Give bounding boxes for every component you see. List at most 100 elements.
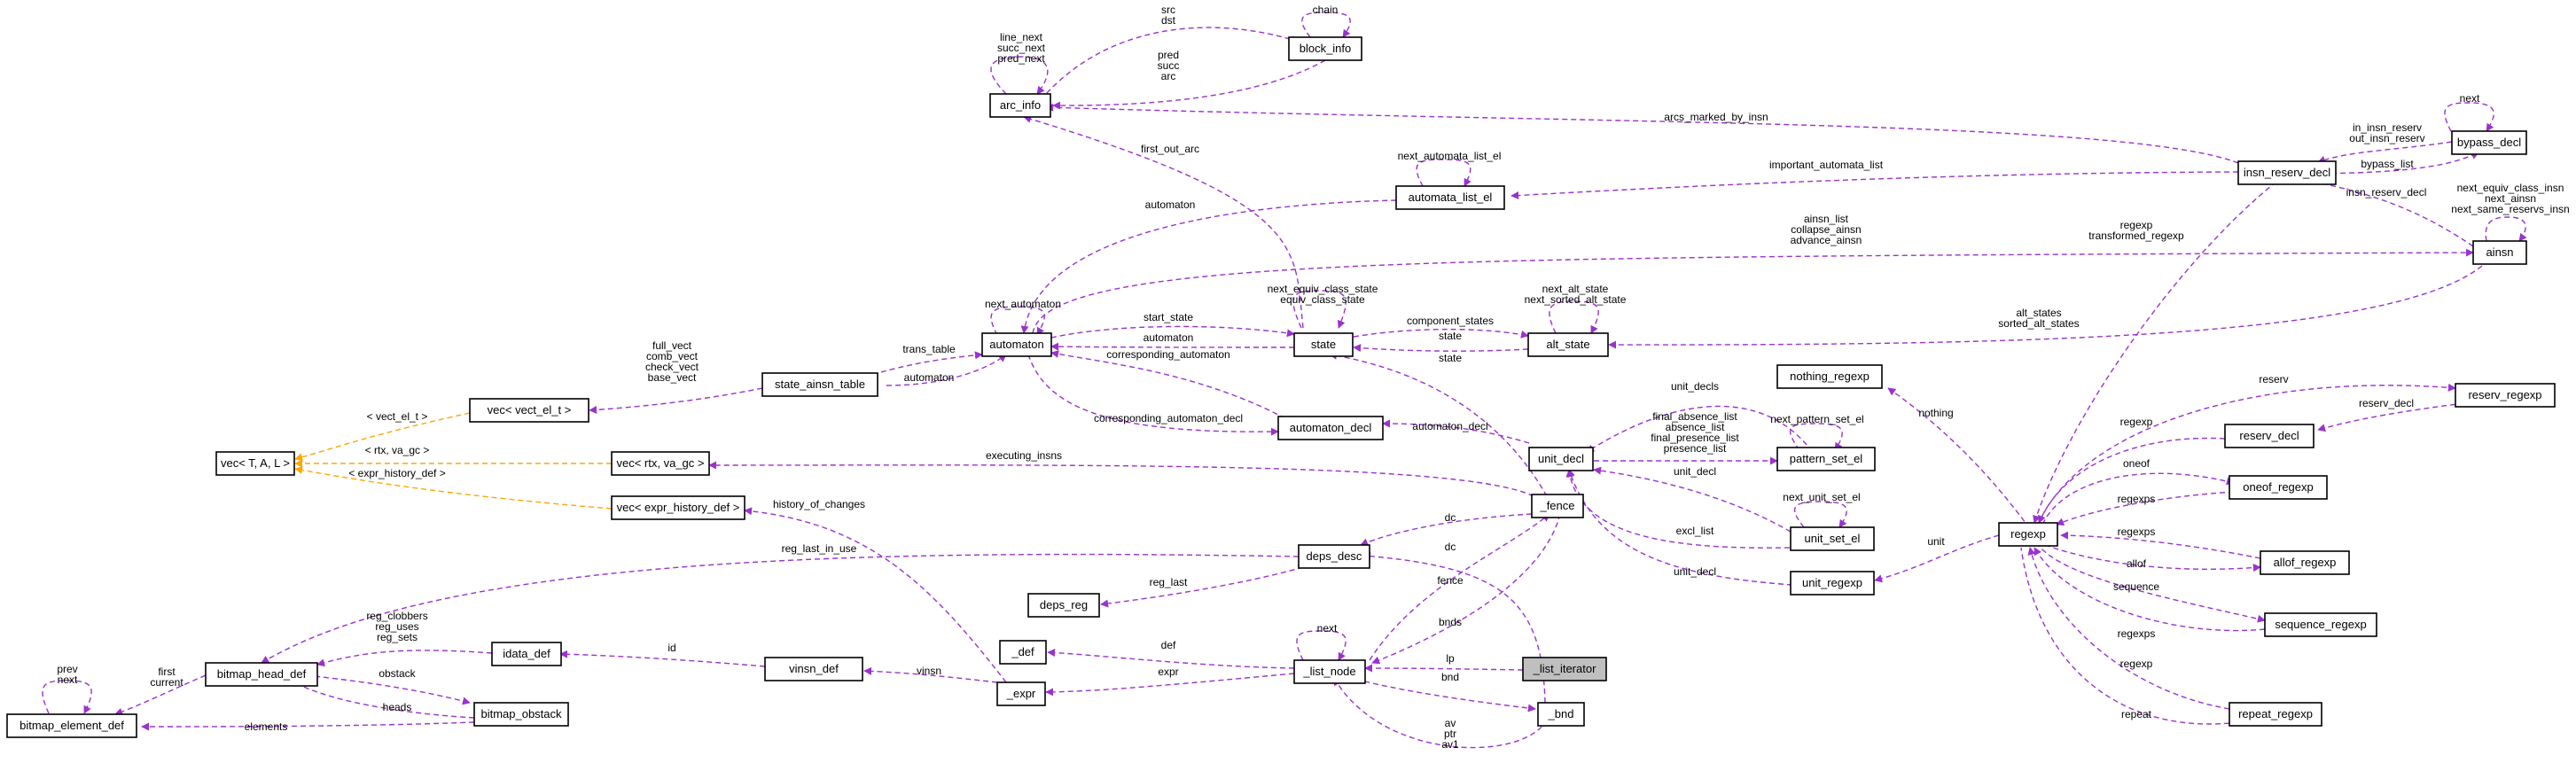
node-oneof-regexp[interactable]: oneof_regexp <box>2229 475 2328 500</box>
node-state[interactable]: state <box>1293 332 1354 357</box>
edge-label-line: < expr_history_def > <box>348 467 445 479</box>
node-automaton-decl[interactable]: automaton_decl <box>1277 416 1384 440</box>
edge-bypass-list <box>2313 152 2479 175</box>
svg-text:unit_set_el: unit_set_el <box>1805 532 1861 545</box>
edge-label-line: automaton_decl <box>1412 420 1487 432</box>
edge-corresponding-automaton-decl <box>1027 354 1279 436</box>
node-nothing-regexp[interactable]: nothing_regexp <box>1776 364 1883 389</box>
edge-next-automata <box>1416 159 1471 187</box>
node-vinsn-def[interactable]: vinsn_def <box>764 657 863 681</box>
edge-label-line: next_automaton <box>985 298 1061 310</box>
label-regexp-reserv: regexp <box>2120 416 2153 428</box>
node-allof-regexp[interactable]: allof_regexp <box>2260 550 2350 575</box>
edge-label-line: < vect_el_t > <box>367 410 428 423</box>
label-allof: allof <box>2127 557 2147 570</box>
node-automata-list-el[interactable]: automata_list_el <box>1395 185 1505 210</box>
node-deps-desc[interactable]: deps_desc <box>1298 544 1370 569</box>
svg-text:state: state <box>1311 338 1336 351</box>
node-pattern-set-el[interactable]: pattern_set_el <box>1776 447 1876 471</box>
node-reserv-regexp[interactable]: reserv_regexp <box>2455 383 2556 408</box>
label-automaton-decl: automaton_decl <box>1412 420 1487 432</box>
edge-label-line: src <box>1161 4 1175 16</box>
label-bypass-list: bypass_list <box>2361 158 2414 170</box>
label-regexps-allof: regexps <box>2118 526 2156 538</box>
edge-label-line: history_of_changes <box>773 498 865 510</box>
node-regexp[interactable]: regexp <box>1998 522 2058 547</box>
edge-label-line: regexp <box>2120 416 2153 428</box>
node-deps-reg[interactable]: deps_reg <box>1027 593 1100 618</box>
edge-regexps-seq <box>2033 547 2266 632</box>
node-bitmap-head-def[interactable]: bitmap_head_def <box>205 662 318 687</box>
node-automaton[interactable]: automaton <box>981 332 1052 357</box>
node-insn-reserv-decl[interactable]: insn_reserv_decl <box>2237 160 2337 185</box>
node-state-ainsn-table[interactable]: state_ainsn_table <box>761 372 878 397</box>
node-vec-rtx[interactable]: vec< rtx, va_gc > <box>611 451 710 476</box>
node-vec-expr[interactable]: vec< expr_history_def > <box>611 495 745 520</box>
node-unit-regexp[interactable]: unit_regexp <box>1790 571 1875 596</box>
node-bnd[interactable]: _bnd <box>1537 702 1585 727</box>
node-sequence-regexp[interactable]: sequence_regexp <box>2264 612 2377 637</box>
edge-first-out-arc <box>1023 115 1304 329</box>
svg-text:_list_node: _list_node <box>1302 665 1355 678</box>
label-important-automata: important_automata_list <box>1769 159 1884 171</box>
label-bypass-self: next <box>2460 92 2480 105</box>
edge-def <box>1047 648 1295 669</box>
node-list-node[interactable]: _list_node <box>1293 659 1366 684</box>
label-oneof: oneof <box>2123 457 2151 470</box>
node-expr[interactable]: _expr <box>996 681 1046 706</box>
label-expr: expr <box>1158 666 1178 678</box>
label-trans-table: trans_table <box>902 343 956 355</box>
label-unit: unit <box>1927 535 1945 548</box>
node-fence[interactable]: _fence <box>1531 494 1584 518</box>
node-def[interactable]: _def <box>999 640 1047 665</box>
svg-text:arc_info: arc_info <box>1000 98 1041 112</box>
edge-label-line: corresponding_automaton <box>1106 348 1229 361</box>
node-bypass-decl[interactable]: bypass_decl <box>2451 130 2527 155</box>
node-ainsn[interactable]: ainsn <box>2472 240 2527 265</box>
node-unit-decl[interactable]: unit_decl <box>1528 447 1594 471</box>
node-repeat-regexp[interactable]: repeat_regexp <box>2229 702 2322 727</box>
edge-lp <box>1364 664 1524 673</box>
label-unit-decl-from-regexp: unit_decl <box>1674 565 1716 578</box>
edge-label-line: bypass_list <box>2361 158 2414 170</box>
edge-reserv-decl <box>2317 402 2465 432</box>
edge-automaton-from-list <box>1020 199 1397 334</box>
edge-label-line: heads <box>383 701 412 713</box>
node-bitmap-obstack[interactable]: bitmap_obstack <box>473 702 569 727</box>
edge-label-line: next_ainsn <box>2485 192 2536 205</box>
edge-trans-table <box>877 351 983 374</box>
edge-label-line: start_state <box>1144 311 1193 323</box>
label-first-out-arc: first_out_arc <box>1141 143 1199 155</box>
edge-label-line: unit_decl <box>1674 465 1716 478</box>
node-vec-vect[interactable]: vec< vect_el_t > <box>469 398 589 423</box>
node-arc-info[interactable]: arc_info <box>989 93 1051 118</box>
edge-label-line: def <box>1161 639 1176 651</box>
label-regexps-seq: regexps <box>2118 627 2156 640</box>
edge-label-line: next <box>2460 92 2480 105</box>
edge-label-line: next <box>58 673 78 686</box>
node-alt-state[interactable]: alt_state <box>1527 332 1609 357</box>
edge-label-line: prev <box>57 663 77 675</box>
label-state-from-fence: state <box>1439 352 1462 364</box>
node-unit-set-el[interactable]: unit_set_el <box>1790 526 1875 551</box>
node-bitmap-element-def[interactable]: bitmap_element_def <box>6 713 137 738</box>
node-block-info[interactable]: block_info <box>1288 36 1362 61</box>
node-reserv-decl[interactable]: reserv_decl <box>2224 424 2314 448</box>
edge-vect-tmpl <box>294 412 471 462</box>
edge-label-line: unit_decl <box>1674 565 1716 578</box>
edge-label-line: pred <box>1158 49 1179 61</box>
edge-elements <box>141 721 475 731</box>
node-idata-def[interactable]: idata_def <box>491 642 562 666</box>
label-reg-last: reg_last <box>1150 576 1188 588</box>
edge-next-unit-set <box>1793 501 1847 528</box>
node-list-iterator[interactable]: _list_iterator <box>1522 657 1607 681</box>
label-bnd: bnd <box>1441 671 1459 683</box>
edge-label-line: reg_last_in_use <box>782 542 857 555</box>
label-expr-tmpl: < expr_history_def > <box>348 467 445 479</box>
edge-unit-decl-from-set <box>1593 466 1791 533</box>
node-vec-tal[interactable]: vec< T, A, L > <box>215 451 295 476</box>
edge-block-to-arc <box>1045 27 1300 95</box>
